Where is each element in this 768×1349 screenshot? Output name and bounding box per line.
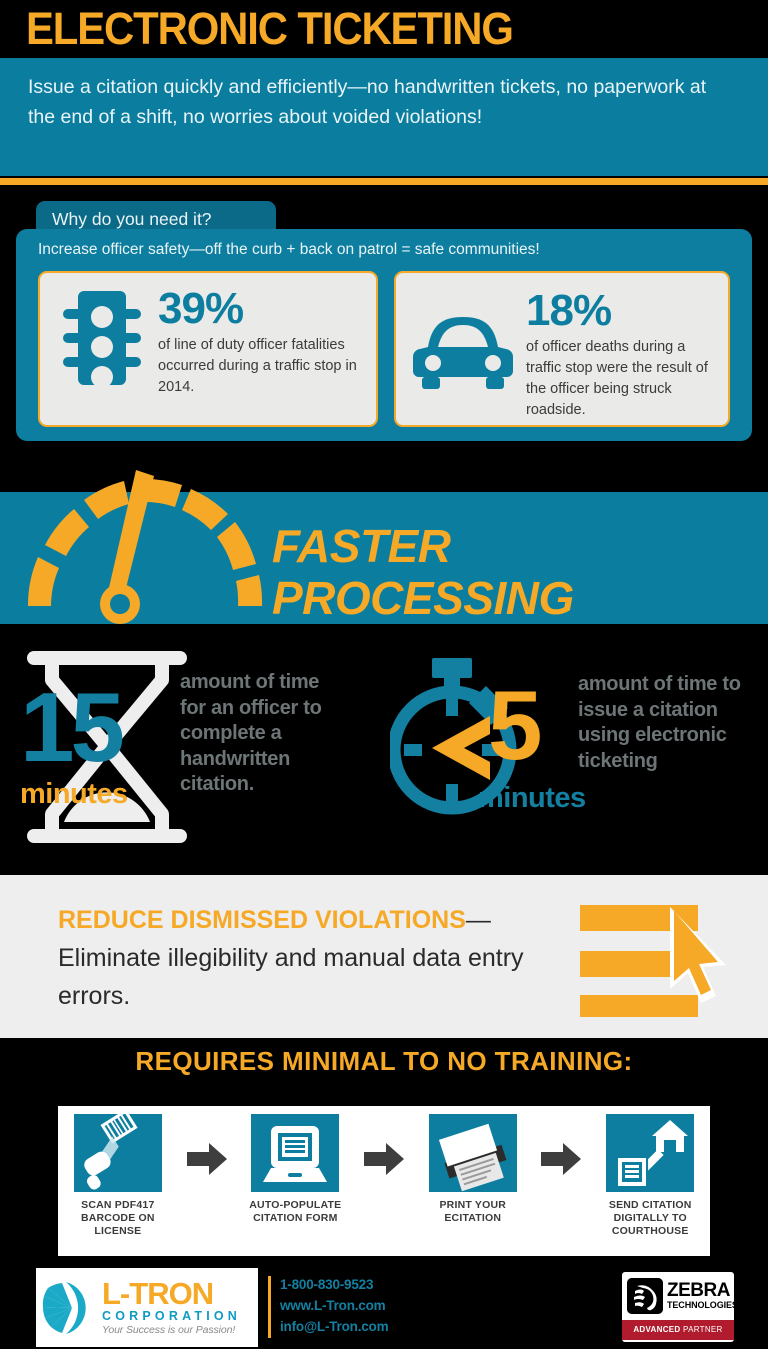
- zebra-partner-badge: ADVANCED PARTNER: [622, 1320, 734, 1340]
- footer-website[interactable]: www.L-Tron.com: [280, 1298, 386, 1313]
- workflow-strip: SCAN PDF417 BARCODE ON LICENSE: [58, 1106, 710, 1256]
- right-arrow-icon: [178, 1106, 236, 1181]
- footer-email[interactable]: info@L-Tron.com: [280, 1319, 389, 1334]
- cursor-click-list-icon: [578, 899, 746, 1017]
- header-subtitle: Issue a citation quickly and efficiently…: [28, 76, 707, 128]
- why-section-lead: Increase officer safety—off the curb + b…: [38, 241, 540, 258]
- reduce-violations-highlight: REDUCE DISMISSED VIOLATIONS: [58, 906, 466, 934]
- stat-percent: 18%: [526, 286, 612, 335]
- footer-contact: 1-800-830-9523 www.L-Tron.com info@L-Tro…: [280, 1274, 389, 1337]
- zebra-badge-rest: PARTNER: [683, 1325, 723, 1334]
- zebra-sub: TECHNOLOGIES: [667, 1300, 734, 1310]
- workflow-step-label: SCAN PDF417 BARCODE ON LICENSE: [80, 1199, 155, 1237]
- time-unit-5: minutes: [478, 782, 586, 814]
- stat-card-struck-roadside: 18% of officer deaths during a traffic s…: [394, 271, 730, 427]
- workflow-step-label: AUTO-POPULATE CITATION FORM: [249, 1199, 342, 1224]
- time-comparison-section: 15 minutes amount of time for an officer…: [0, 640, 768, 875]
- barcode-scanner-icon: [73, 1109, 162, 1192]
- ltron-wordmark: L-TRON CORPORATION Your Success is our P…: [102, 1278, 241, 1337]
- why-section: Why do you need it? Increase officer saf…: [0, 185, 768, 460]
- stat-card-fatalities: 39% of line of duty officer fatalities o…: [38, 271, 378, 427]
- footer: L-TRON CORPORATION Your Success is our P…: [0, 1266, 768, 1349]
- ltron-tagline: Your Success is our Passion!: [102, 1324, 236, 1336]
- stat-text-group: 18% of officer deaths during a traffic s…: [526, 287, 718, 421]
- header-orange-rule: [0, 178, 768, 185]
- time-unit-15: minutes: [20, 778, 128, 810]
- time-description-15: amount of time for an officer to complet…: [180, 671, 322, 795]
- time-value-15: 15: [20, 672, 125, 782]
- workflow-step: SEND CITATION DIGITALLY TO COURTHOUSE: [590, 1106, 710, 1238]
- ltron-logo: L-TRON CORPORATION Your Success is our P…: [36, 1268, 258, 1347]
- time-description-5: amount of time to issue a citation using…: [578, 673, 741, 772]
- workflow-step: PRINT YOUR ECITATION: [413, 1106, 533, 1225]
- laptop-form-icon: [251, 1114, 340, 1192]
- why-section-panel: Increase officer safety—off the curb + b…: [16, 229, 752, 441]
- workflow-step: AUTO-POPULATE CITATION FORM: [235, 1106, 355, 1225]
- footer-phone[interactable]: 1-800-830-9523: [280, 1277, 374, 1292]
- header-title-bar: ELECTRONIC TICKETING: [0, 0, 768, 58]
- zebra-wordmark: ZEBRA TECHNOLOGIES: [667, 1281, 734, 1311]
- faster-processing-section: FASTER PROCESSING: [0, 460, 768, 640]
- zebra-partner-logo: ZEBRA TECHNOLOGIES ADVANCED PARTNER: [622, 1272, 734, 1342]
- workflow-steps: SCAN PDF417 BARCODE ON LICENSE: [58, 1106, 710, 1256]
- reduce-violations-rest: —Eliminate illegibility and manual data …: [58, 906, 524, 1010]
- zebra-badge-bold: ADVANCED: [633, 1325, 681, 1334]
- footer-divider: [268, 1276, 271, 1338]
- speedometer-gauge-icon: [8, 456, 288, 636]
- reduce-violations-text: REDUCE DISMISSED VIOLATIONS—Eliminate il…: [58, 901, 568, 1015]
- stat-text-group: 39% of line of duty officer fatalities o…: [158, 285, 366, 398]
- stat-percent: 39%: [158, 284, 244, 333]
- faster-processing-title: FASTER PROCESSING: [272, 520, 574, 624]
- traffic-light-icon: [54, 287, 150, 415]
- zebra-logo-top: ZEBRA TECHNOLOGIES: [622, 1272, 734, 1320]
- workflow-step-label: SEND CITATION DIGITALLY TO COURTHOUSE: [608, 1199, 692, 1237]
- reduce-violations-section: REDUCE DISMISSED VIOLATIONS—Eliminate il…: [0, 875, 768, 1038]
- ltron-brand-name: L-TRON: [102, 1276, 214, 1311]
- header-banner: Issue a citation quickly and efficiently…: [0, 58, 768, 176]
- ltron-brand-sub: CORPORATION: [102, 1309, 242, 1323]
- workflow-step: SCAN PDF417 BARCODE ON LICENSE: [58, 1106, 178, 1238]
- page-title: ELECTRONIC TICKETING: [26, 3, 514, 54]
- stat-description: of officer deaths during a traffic stop …: [526, 339, 708, 418]
- zebra-name: ZEBRA: [667, 1280, 730, 1301]
- hourglass-icon: [12, 646, 202, 846]
- ltron-fan-icon: [42, 1280, 100, 1336]
- training-section: REQUIRES MINIMAL TO NO TRAINING:: [0, 1038, 768, 1266]
- right-arrow-icon: [355, 1106, 413, 1181]
- zebra-head-icon: [627, 1278, 663, 1314]
- stopwatch-icon: [387, 650, 520, 825]
- workflow-step-label: PRINT YOUR ECITATION: [439, 1199, 507, 1224]
- printed-ticket-icon: [428, 1114, 517, 1192]
- time-value-5: 5: [488, 670, 542, 780]
- car-icon: [406, 307, 520, 393]
- training-title: REQUIRES MINIMAL TO NO TRAINING:: [135, 1046, 633, 1076]
- right-arrow-icon: [533, 1106, 591, 1181]
- stat-description: of line of duty officer fatalities occur…: [158, 337, 357, 395]
- courthouse-upload-icon: [606, 1114, 695, 1192]
